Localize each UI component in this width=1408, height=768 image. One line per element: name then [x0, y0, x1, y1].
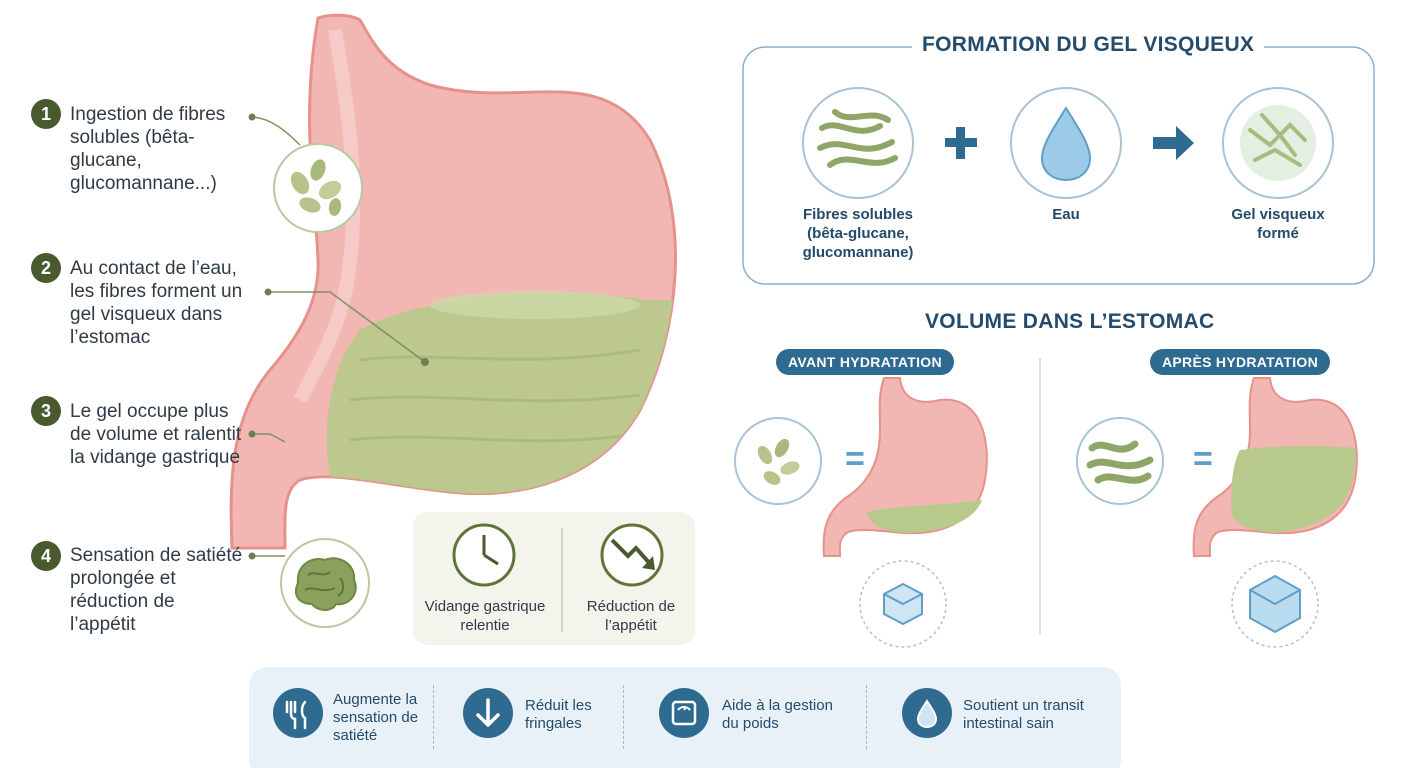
step-1-text: Ingestion de fibres solubles (bêta-gluca…: [70, 104, 226, 194]
step-number-2: 2: [31, 253, 61, 283]
eau-label: Eau: [1052, 206, 1080, 223]
step-number-4: 4: [31, 541, 61, 571]
benefit-transit-text: Soutient un transit intestinal sain: [963, 697, 1084, 732]
down-arrow-icon: [463, 688, 513, 738]
gel-mass: [326, 293, 676, 520]
step-3-text: Le gel occupe plus de volume et ralentit…: [70, 401, 242, 468]
water-drop-icon: [1010, 87, 1122, 199]
fibres-label: Fibres solubles (bêta-glucane, glucomann…: [802, 206, 914, 261]
gel-network-icon: [1222, 87, 1334, 199]
effect-appetite-label: Réduction de l’appétit: [586, 598, 676, 634]
formation-title: FORMATION DU GEL VISQUEUX: [912, 33, 1265, 57]
benefit-fringales-text: Réduit les fringales: [525, 697, 592, 732]
arrow-right-icon: [1153, 126, 1194, 160]
benefit-divider: [433, 685, 434, 749]
gel-label: Gel visqueux formé: [1231, 206, 1325, 242]
benefit-divider: [866, 685, 867, 749]
equals-icon: =: [845, 440, 865, 478]
step-2-text: Au contact de l’eau, les fibres forment …: [70, 258, 243, 348]
brain-icon: [280, 538, 370, 628]
scale-icon: [659, 688, 709, 738]
stomach-after: [1076, 377, 1358, 648]
plus-icon: [945, 127, 977, 159]
step-number-3: 3: [31, 396, 61, 426]
stomach-before: [734, 377, 988, 648]
after-hydration-badge: APRÈS HYDRATATION: [1150, 349, 1330, 375]
effect-vidange-label: Vidange gastrique relentie: [424, 598, 546, 634]
benefit-divider: [623, 685, 624, 749]
fork-knife-icon: [273, 688, 323, 738]
clock-icon: [452, 523, 516, 587]
step-number-1: 1: [31, 99, 61, 129]
equals-icon: =: [1193, 440, 1213, 478]
benefit-poids-text: Aide à la gestion du poids: [722, 697, 833, 732]
step-4-text: Sensation de satiété prolongée et réduct…: [70, 545, 243, 635]
drop-icon: [902, 688, 952, 738]
before-hydration-badge: AVANT HYDRATATION: [776, 349, 954, 375]
benefit-satiete-text: Augmente la sensation de satiété: [333, 691, 419, 744]
fiber-strands-icon: [802, 87, 914, 199]
volume-title: VOLUME DANS L’ESTOMAC: [925, 310, 1215, 334]
trend-down-icon: [600, 523, 664, 587]
fiber-seeds-icon: [273, 143, 363, 233]
